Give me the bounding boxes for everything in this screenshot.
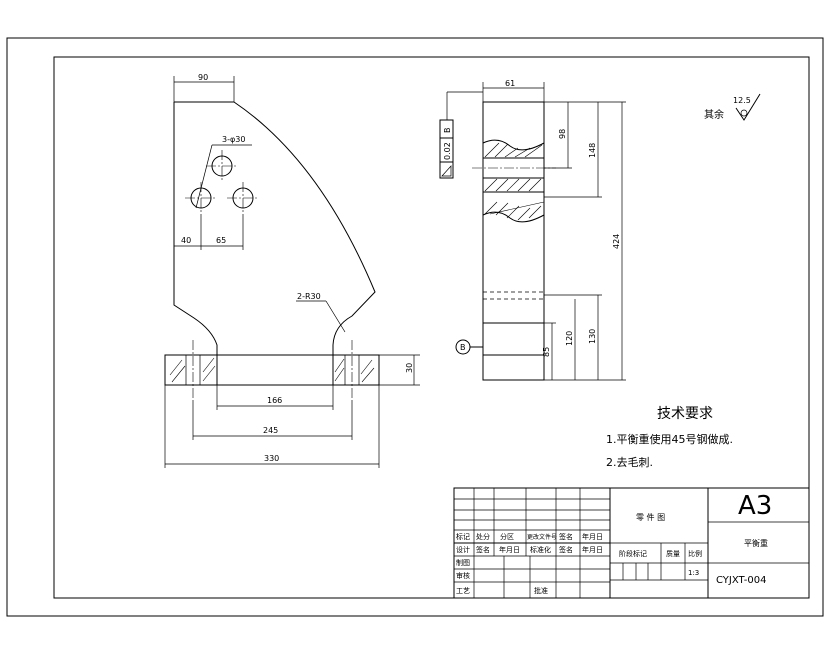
datum-marker-label: B xyxy=(460,343,466,352)
dim-side-130: 130 xyxy=(588,329,597,344)
tb-ratio: 比例 xyxy=(688,549,702,558)
tb-standard: 标准化 xyxy=(530,545,551,554)
flange-hatch-left xyxy=(169,340,216,400)
tb-sign: 签名 xyxy=(559,532,573,541)
tb-zone: 分区 xyxy=(500,532,514,541)
dim-side-98: 98 xyxy=(558,129,567,139)
datum-marker: B xyxy=(455,339,484,355)
side-hatch xyxy=(484,142,545,221)
inner-frame xyxy=(53,56,810,599)
tb-draft: 制图 xyxy=(456,558,470,567)
surface-roughness: 其余 12.5 xyxy=(704,93,761,121)
tb-approve: 批准 xyxy=(534,586,548,595)
tb-standard-sign: 签名 xyxy=(559,545,573,554)
tb-mark: 标记 xyxy=(456,532,470,541)
tech-line-2: 2.去毛刺. xyxy=(606,456,653,469)
tb-design-sign: 签名 xyxy=(476,545,490,554)
tech-line-1: 1.平衡重使用45号钢做成. xyxy=(606,432,733,446)
dim-side-width: 61 xyxy=(505,79,515,88)
hole-right xyxy=(227,182,259,214)
tolerance-datum: B xyxy=(443,128,452,134)
hole-top xyxy=(206,150,238,182)
tb-review: 审核 xyxy=(456,571,470,580)
tech-title: 技术要求 xyxy=(657,406,713,422)
side-view-outline xyxy=(482,101,545,381)
dim-offset-40: 40 xyxy=(181,236,191,245)
surface-roughness-value: 12.5 xyxy=(733,96,751,105)
dim-mid-245: 245 xyxy=(263,426,278,435)
tolerance-frame: 0.02 B xyxy=(439,91,483,179)
dim-base-thickness: 30 xyxy=(405,363,414,373)
tb-process: 工艺 xyxy=(456,587,470,595)
dim-side-148: 148 xyxy=(588,143,597,158)
title-block: 标记 处分 分区 更改文件号 签名 年月日 设计 签名 年月日 标准化 签名 年… xyxy=(453,487,810,599)
tb-count: 处分 xyxy=(476,532,490,541)
dim-side-85: 85 xyxy=(542,347,551,357)
tolerance-value: 0.02 xyxy=(443,142,452,160)
dim-offset-65: 65 xyxy=(216,236,226,245)
dim-side-424: 424 xyxy=(612,234,621,249)
front-view: 90 3-φ30 40 65 2-R30 166 245 330 xyxy=(164,73,420,468)
dim-inner-166: 166 xyxy=(267,396,282,405)
dim-holes: 3-φ30 xyxy=(222,135,245,144)
tb-change-doc: 更改文件号 xyxy=(527,533,557,541)
tb-stage-mark: 阶段标记 xyxy=(619,549,647,558)
tb-part-name: 平衡重 xyxy=(744,538,768,548)
tb-design: 设计 xyxy=(456,545,470,554)
flange-hatch-right xyxy=(334,340,375,400)
surface-prefix: 其余 xyxy=(704,108,724,121)
tb-weight: 质量 xyxy=(666,549,680,558)
tb-sheet-size: A3 xyxy=(738,491,772,521)
tb-scale: 1:3 xyxy=(688,569,699,577)
tb-standard-date: 年月日 xyxy=(582,545,603,554)
dim-top-width: 90 xyxy=(198,73,208,82)
hole-left xyxy=(185,182,217,214)
outer-frame xyxy=(6,37,824,617)
dim-fillet: 2-R30 xyxy=(297,292,321,301)
tb-design-date: 年月日 xyxy=(499,545,520,554)
front-view-outline xyxy=(173,101,376,355)
tech-requirements: 技术要求 1.平衡重使用45号钢做成. 2.去毛刺. xyxy=(606,406,733,469)
base-flange xyxy=(164,354,380,386)
tb-drawing-no: CYJXT-004 xyxy=(716,575,766,586)
tb-drawing-type: 零 件 图 xyxy=(636,512,665,522)
dim-side-120: 120 xyxy=(565,331,574,346)
dim-overall-330: 330 xyxy=(264,454,279,463)
side-view: 61 98 148 424 85 120 130 0.02 B xyxy=(439,79,626,381)
tb-date: 年月日 xyxy=(582,532,603,541)
